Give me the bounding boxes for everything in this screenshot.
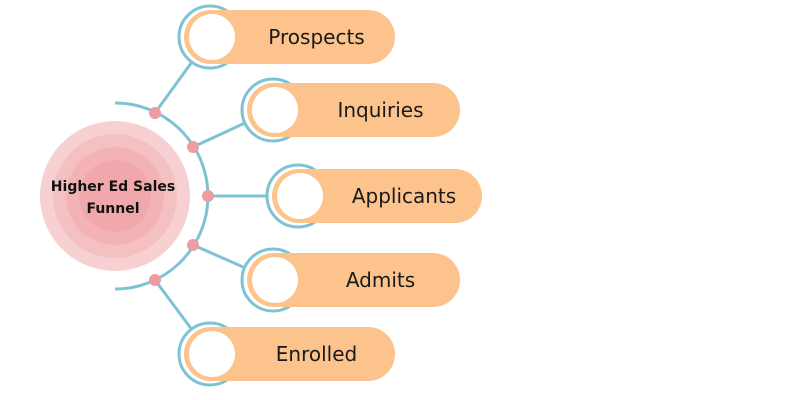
connector-dot <box>202 190 214 202</box>
stage-label: Applicants <box>352 184 456 208</box>
stage-node-inquiries: Inquiries <box>192 77 460 149</box>
stage-node-admits: Admits <box>192 243 460 313</box>
stage-pill <box>184 327 395 381</box>
stage-inner-circle <box>252 257 298 303</box>
connector-line <box>192 121 246 149</box>
center-node: Higher Ed Sales Funnel <box>40 121 190 271</box>
stage-pill <box>184 10 395 64</box>
stage-node-applicants: Applicants <box>208 163 482 229</box>
center-title-line2: Funnel <box>86 201 139 217</box>
stage-inner-circle <box>252 87 298 133</box>
stage-node-prospects: Prospects <box>153 4 395 114</box>
stage-pill <box>247 253 460 307</box>
connector-dot <box>149 274 161 286</box>
stage-pill <box>247 83 460 137</box>
stage-pill <box>272 169 482 223</box>
stage-label: Prospects <box>268 25 364 49</box>
stage-node-enrolled: Enrolled <box>153 279 395 387</box>
stage-inner-circle <box>189 14 235 60</box>
stage-inner-circle <box>277 173 323 219</box>
connector-dot <box>187 239 199 251</box>
stage-label: Admits <box>346 268 415 292</box>
connector-dot <box>187 141 199 153</box>
connector-line <box>192 243 246 269</box>
stage-label: Inquiries <box>337 98 423 122</box>
connector-line <box>153 61 194 114</box>
center-title-line1: Higher Ed Sales <box>51 179 175 195</box>
stage-label: Enrolled <box>276 342 357 366</box>
connector-dot <box>149 107 161 119</box>
connector-line <box>153 279 193 331</box>
stage-inner-circle <box>189 331 235 377</box>
